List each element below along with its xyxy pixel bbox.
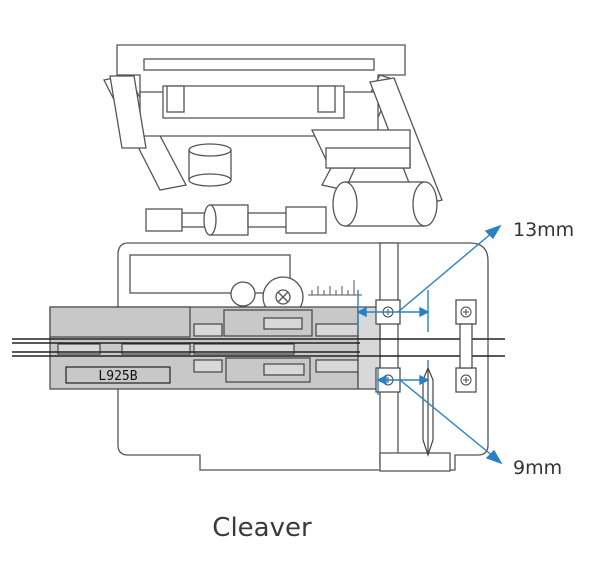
- hinge-cylinder: [332, 181, 438, 227]
- right-arm: [310, 77, 443, 207]
- measurement-guides: [356, 224, 503, 465]
- top-lever-housing: [103, 44, 406, 191]
- scale-ticks: [308, 280, 362, 296]
- callout-13mm-label: 13mm: [513, 219, 574, 241]
- diagram-caption: Cleaver: [212, 513, 312, 543]
- fiber-lines: [12, 338, 505, 357]
- model-label: L925B: [98, 369, 137, 384]
- hinge-shaft: [145, 204, 327, 236]
- callout-9mm-label: 9mm: [513, 457, 562, 479]
- fiber-holder-rail: [49, 306, 381, 390]
- adjustment-knob: [188, 143, 232, 187]
